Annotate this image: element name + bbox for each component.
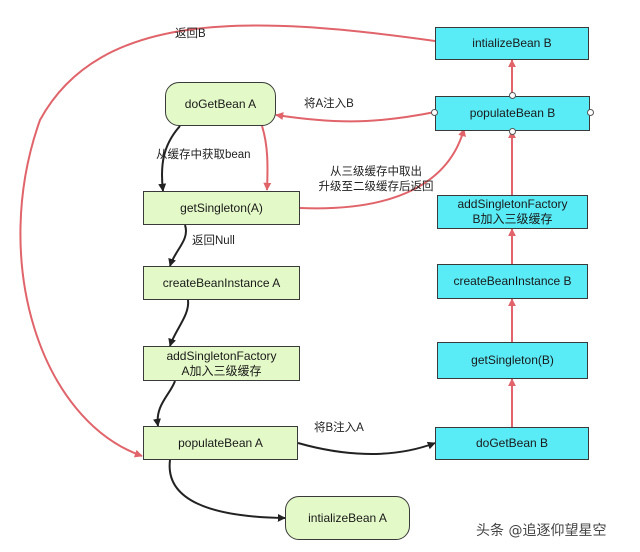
node-dogetbean-b: doGetBean B [435,427,589,460]
handle-populate-b-bottom [509,128,516,135]
node-populatebean-a-label: populateBean A [178,435,263,450]
arrow-getsingleton-a-to-create-a [168,224,187,267]
node-getsingleton-b-label: getSingleton(B) [471,353,554,367]
label-return-b: 返回B [175,28,206,40]
node-dogetbean-a: doGetBean A [165,82,276,126]
node-getsingleton-b: getSingleton(B) [437,342,588,379]
arrow-inject-b-into-a [297,441,436,455]
node-getsingleton-a-label: getSingleton(A) [180,200,263,215]
watermark-text: 头条 @追逐仰望星空 [476,523,607,539]
label-fetch-from-cache: 从缓存中获取bean [156,149,251,161]
arrow-addfactory-a-to-populate-a [153,380,176,427]
arrow-populate-a-to-init-a [168,459,286,522]
label-fetch-third-level: 从三级缓存中取出 升级至二级缓存后返回 [318,166,434,193]
node-populatebean-a: populateBean A [143,426,298,460]
node-createbeaninstance-a: createBeanInstance A [143,266,300,300]
node-addsingletonfactory-b: addSingletonFactory B加入三级缓存 [437,195,588,229]
node-initializebean-a: intializeBean A [285,496,410,540]
node-dogetbean-a-label: doGetBean A [184,96,257,111]
node-addsingletonfactory-a: addSingletonFactory A加入三级缓存 [143,346,300,381]
handle-populate-b-right [587,109,594,116]
arrow-get-singleton-up [261,125,272,191]
label-return-null: 返回Null [192,235,235,247]
arrow-dogetbean-a-to-getsingleton-a [158,125,181,192]
node-createbeaninstance-b: createBeanInstance B [437,264,588,299]
handle-populate-b-top [509,92,516,99]
node-dogetbean-b-label: doGetBean B [475,436,549,450]
node-initializebean-a-label: intializeBean A [308,510,387,525]
handle-populate-b-left [431,109,438,116]
arrow-inject-a-into-b [275,111,436,123]
label-inject-a-into-b: 将A注入B [304,98,354,110]
arrow-third-level-cache [299,128,466,210]
node-populatebean-b: populateBean B [435,96,590,131]
node-populatebean-b-label: populateBean B [469,106,556,120]
label-inject-b-into-a: 将B注入A [314,422,364,434]
node-getsingleton-a: getSingleton(A) [143,191,300,225]
node-addsingletonfactory-b-label: addSingletonFactory B加入三级缓存 [457,197,568,226]
node-createbeaninstance-b-label: createBeanInstance B [453,274,572,288]
node-createbeaninstance-a-label: createBeanInstance A [162,275,281,290]
node-initializebean-b-label: intializeBean B [472,36,552,50]
node-addsingletonfactory-a-label: addSingletonFactory A加入三级缓存 [166,348,277,378]
arrow-create-a-to-addfactory-a [168,299,190,347]
arrow-return-b [19,24,436,458]
node-initializebean-b: intializeBean B [435,27,589,60]
